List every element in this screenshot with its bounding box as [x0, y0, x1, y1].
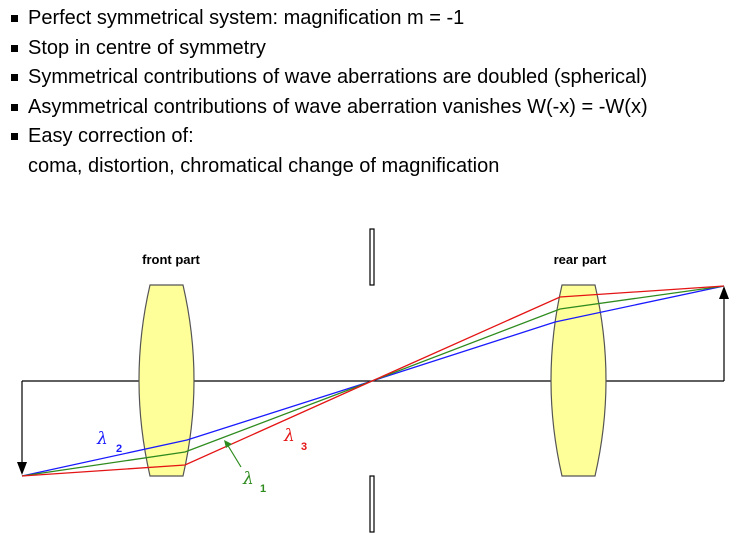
ray-lambda3 — [21, 285, 725, 477]
bullet-item: Perfect symmetrical system: magnificatio… — [10, 4, 648, 34]
bullet-marker — [11, 15, 18, 22]
bullet-marker — [11, 74, 18, 81]
bullet-continuation: coma, distortion, chromatical change of … — [10, 152, 648, 182]
bullet-list: Perfect symmetrical system: magnificatio… — [10, 4, 648, 181]
lambda1-pointer — [224, 440, 242, 468]
aperture-stop — [369, 228, 375, 533]
stop-upper-blade — [369, 228, 375, 286]
image-arrow — [719, 286, 729, 381]
bullet-item: Asymmetrical contributions of wave aberr… — [10, 93, 648, 123]
stop-lower-blade — [369, 475, 375, 533]
lambda1-symbol: λ — [242, 469, 254, 489]
rear-lens — [550, 284, 607, 477]
bullet-text: coma, distortion, chromatical change of … — [28, 154, 500, 177]
bullet-text: Symmetrical contributions of wave aberra… — [28, 66, 648, 88]
rear-part-label: rear part — [554, 252, 607, 267]
lambda3-symbol: λ — [283, 426, 295, 446]
bullet-text: Stop in centre of symmetry — [28, 36, 266, 59]
front-part-label: front part — [142, 252, 200, 267]
bullet-marker — [11, 103, 18, 111]
lambda3-label: λ 3 — [283, 426, 307, 453]
front-lens — [138, 284, 195, 477]
lambda3-subscript: 3 — [301, 441, 307, 453]
bullet-text: Easy correction of: — [28, 125, 194, 147]
lambda2-label: λ 2 — [96, 429, 122, 455]
lambda1-subscript: 1 — [260, 483, 266, 495]
lambda2-subscript: 2 — [116, 443, 122, 455]
bullet-text: Perfect symmetrical system: magnificatio… — [28, 7, 465, 29]
object-arrow — [17, 381, 27, 475]
bullet-text: Asymmetrical contributions of wave aberr… — [28, 95, 648, 118]
lambda2-symbol: λ — [96, 429, 108, 449]
bullet-item: Easy correction of: — [10, 122, 648, 152]
bullet-item: Symmetrical contributions of wave aberra… — [10, 63, 648, 93]
bullet-marker — [11, 133, 18, 140]
bullet-item: Stop in centre of symmetry — [10, 34, 648, 64]
bullet-marker — [11, 44, 18, 52]
lambda1-label: λ 1 — [242, 469, 266, 495]
